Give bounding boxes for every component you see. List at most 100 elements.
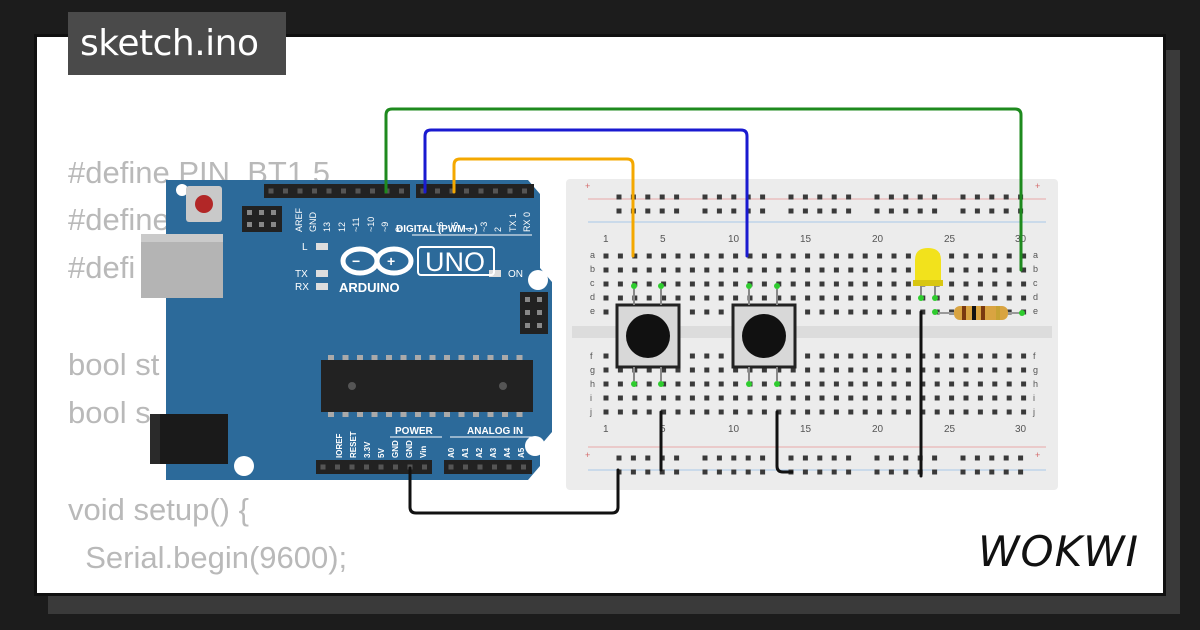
breadboard-hole[interactable] xyxy=(848,409,854,415)
breadboard-hole[interactable] xyxy=(920,367,926,373)
breadboard-hole[interactable] xyxy=(646,267,652,273)
breadboard-hole[interactable] xyxy=(862,367,868,373)
breadboard-hole[interactable] xyxy=(617,253,623,259)
breadboard-hole[interactable] xyxy=(963,281,969,287)
breadboard-hole[interactable] xyxy=(718,381,724,387)
rail-hole[interactable] xyxy=(630,469,636,475)
breadboard-hole[interactable] xyxy=(661,395,667,401)
breadboard-hole[interactable] xyxy=(776,409,782,415)
breadboard-hole[interactable] xyxy=(733,281,739,287)
rail-hole[interactable] xyxy=(960,194,966,200)
breadboard-hole[interactable] xyxy=(877,295,883,301)
breadboard-hole[interactable] xyxy=(905,253,911,259)
breadboard-hole[interactable] xyxy=(963,409,969,415)
breadboard-hole[interactable] xyxy=(704,309,710,315)
rail-hole[interactable] xyxy=(659,208,665,214)
breadboard-hole[interactable] xyxy=(733,395,739,401)
breadboard-hole[interactable] xyxy=(661,253,667,259)
breadboard-hole[interactable] xyxy=(1006,295,1012,301)
rail-hole[interactable] xyxy=(817,208,823,214)
breadboard-hole[interactable] xyxy=(704,367,710,373)
breadboard-hole[interactable] xyxy=(661,281,667,287)
breadboard-hole[interactable] xyxy=(977,295,983,301)
breadboard-hole[interactable] xyxy=(704,295,710,301)
breadboard-hole[interactable] xyxy=(761,267,767,273)
breadboard-hole[interactable] xyxy=(675,395,681,401)
rail-hole[interactable] xyxy=(960,455,966,461)
breadboard-hole[interactable] xyxy=(862,281,868,287)
rail-hole[interactable] xyxy=(659,194,665,200)
breadboard-hole[interactable] xyxy=(905,267,911,273)
breadboard-hole[interactable] xyxy=(704,409,710,415)
breadboard-hole[interactable] xyxy=(1021,281,1027,287)
breadboard-hole[interactable] xyxy=(689,381,695,387)
breadboard-hole[interactable] xyxy=(992,295,998,301)
rail-hole[interactable] xyxy=(903,469,909,475)
breadboard-hole[interactable] xyxy=(733,381,739,387)
breadboard-hole[interactable] xyxy=(934,353,940,359)
breadboard-hole[interactable] xyxy=(819,409,825,415)
breadboard-hole[interactable] xyxy=(689,267,695,273)
rail-hole[interactable] xyxy=(616,194,622,200)
rail-hole[interactable] xyxy=(846,455,852,461)
header-pin[interactable] xyxy=(370,188,375,194)
rail-hole[interactable] xyxy=(1003,455,1009,461)
rail-hole[interactable] xyxy=(817,469,823,475)
breadboard-hole[interactable] xyxy=(747,253,753,259)
breadboard-hole[interactable] xyxy=(877,353,883,359)
breadboard-hole[interactable] xyxy=(920,309,926,315)
rail-hole[interactable] xyxy=(888,208,894,214)
breadboard-hole[interactable] xyxy=(833,381,839,387)
breadboard-hole[interactable] xyxy=(805,281,811,287)
rail-hole[interactable] xyxy=(702,194,708,200)
rail-hole[interactable] xyxy=(874,194,880,200)
rail-hole[interactable] xyxy=(917,194,923,200)
header-pin[interactable] xyxy=(506,464,512,470)
rail-hole[interactable] xyxy=(731,469,737,475)
breadboard-hole[interactable] xyxy=(862,409,868,415)
breadboard-hole[interactable] xyxy=(891,281,897,287)
breadboard-hole[interactable] xyxy=(819,253,825,259)
breadboard-hole[interactable] xyxy=(934,409,940,415)
rail-hole[interactable] xyxy=(960,208,966,214)
breadboard-hole[interactable] xyxy=(603,381,609,387)
breadboard-hole[interactable] xyxy=(661,367,667,373)
breadboard-hole[interactable] xyxy=(805,395,811,401)
rail-hole[interactable] xyxy=(846,194,852,200)
rail-hole[interactable] xyxy=(674,469,680,475)
rail-hole[interactable] xyxy=(846,208,852,214)
breadboard-hole[interactable] xyxy=(761,281,767,287)
rail-hole[interactable] xyxy=(888,469,894,475)
breadboard-hole[interactable] xyxy=(819,395,825,401)
breadboard-hole[interactable] xyxy=(877,367,883,373)
breadboard-hole[interactable] xyxy=(862,253,868,259)
breadboard-hole[interactable] xyxy=(891,253,897,259)
breadboard-hole[interactable] xyxy=(718,309,724,315)
rail-hole[interactable] xyxy=(716,208,722,214)
breadboard-hole[interactable] xyxy=(920,381,926,387)
breadboard-hole[interactable] xyxy=(617,281,623,287)
rail-hole[interactable] xyxy=(802,194,808,200)
rail-hole[interactable] xyxy=(932,455,938,461)
breadboard-hole[interactable] xyxy=(833,267,839,273)
breadboard-hole[interactable] xyxy=(848,353,854,359)
breadboard-hole[interactable] xyxy=(617,267,623,273)
breadboard-hole[interactable] xyxy=(963,295,969,301)
breadboard-hole[interactable] xyxy=(603,395,609,401)
breadboard-hole[interactable] xyxy=(905,395,911,401)
breadboard-hole[interactable] xyxy=(905,309,911,315)
breadboard-hole[interactable] xyxy=(603,353,609,359)
breadboard-hole[interactable] xyxy=(790,253,796,259)
breadboard-hole[interactable] xyxy=(891,295,897,301)
breadboard-hole[interactable] xyxy=(848,281,854,287)
rail-hole[interactable] xyxy=(932,194,938,200)
breadboard-hole[interactable] xyxy=(776,367,782,373)
rail-hole[interactable] xyxy=(760,469,766,475)
breadboard-hole[interactable] xyxy=(949,281,955,287)
breadboard-hole[interactable] xyxy=(603,409,609,415)
breadboard-hole[interactable] xyxy=(905,409,911,415)
breadboard-hole[interactable] xyxy=(819,353,825,359)
breadboard-hole[interactable] xyxy=(949,381,955,387)
breadboard-hole[interactable] xyxy=(905,295,911,301)
breadboard-hole[interactable] xyxy=(776,253,782,259)
